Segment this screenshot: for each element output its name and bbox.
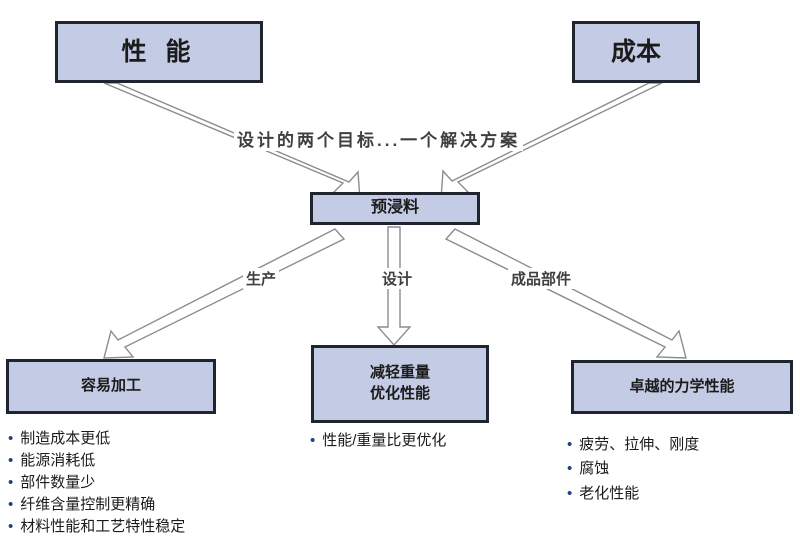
list-item: • 部件数量少 — [8, 472, 185, 494]
arrow-performance-to-prepreg — [103, 82, 361, 201]
list-item-label: 能源消耗低 — [20, 452, 96, 470]
node-cost-label: 成本 — [610, 37, 661, 66]
node-performance[interactable]: 性 能 — [55, 21, 263, 83]
arrow-cost-to-prepreg — [440, 82, 663, 200]
node-prepreg[interactable]: 预浸料 — [310, 192, 480, 225]
edge-label-finished-part: 成品部件 — [508, 268, 575, 289]
node-weight-performance-line1: 减轻重量 — [369, 364, 430, 382]
list-item: • 纤维含量控制更精确 — [8, 494, 185, 516]
bullet-dot-icon: • — [8, 518, 14, 536]
list-item-label: 疲劳、拉伸、刚度 — [579, 436, 700, 453]
edge-label-production: 生产 — [243, 268, 280, 289]
edge-label-two-goals: 设计的两个目标...一个解决方案 — [234, 126, 524, 151]
list-item-label: 部件数量少 — [20, 474, 96, 492]
bullet-dot-icon: • — [567, 436, 573, 453]
node-weight-performance[interactable]: 减轻重量 优化性能 — [311, 345, 489, 423]
node-mechanical-performance-label: 卓越的力学性能 — [629, 377, 735, 395]
list-item: • 制造成本更低 — [8, 428, 185, 450]
bullet-dot-icon: • — [567, 484, 573, 502]
list-item-label: 制造成本更低 — [20, 430, 111, 447]
node-easy-process[interactable]: 容易加工 — [6, 359, 216, 414]
node-cost[interactable]: 成本 — [572, 21, 700, 83]
list-item: • 性能/重量比更优化 — [310, 430, 446, 452]
list-item-label: 材料性能和工艺特性稳定 — [20, 518, 186, 536]
list-item-label: 腐蚀 — [579, 460, 610, 478]
bullet-list-mechanical-performance: • 疲劳、拉伸、刚度 • 腐蚀 • 老化性能 — [567, 433, 699, 506]
bullet-dot-icon: • — [8, 496, 14, 514]
list-item: • 腐蚀 — [567, 457, 699, 481]
arrow-prepreg-to-mech-perf — [444, 228, 687, 359]
node-easy-process-label: 容易加工 — [80, 377, 141, 395]
list-item: • 老化性能 — [567, 482, 699, 506]
bullet-dot-icon: • — [310, 432, 316, 449]
node-prepreg-label: 预浸料 — [370, 199, 419, 217]
bullet-list-weight-performance: • 性能/重量比更优化 — [310, 430, 446, 452]
bullet-dot-icon: • — [567, 460, 573, 478]
node-mechanical-performance[interactable]: 卓越的力学性能 — [571, 360, 793, 414]
arrow-prepreg-to-easy-process — [103, 228, 346, 359]
bullet-dot-icon: • — [8, 452, 14, 470]
node-performance-label: 性 能 — [121, 37, 197, 66]
edge-label-design: 设计 — [379, 268, 416, 289]
list-item-label: 老化性能 — [579, 484, 640, 502]
bullet-list-easy-process: • 制造成本更低 • 能源消耗低 • 部件数量少 • 纤维含量控制更精确 • 材料性能和工艺特性稳… — [8, 428, 185, 538]
list-item: • 疲劳、拉伸、刚度 — [567, 433, 699, 457]
bullet-dot-icon: • — [8, 430, 14, 447]
list-item-label: 纤维含量控制更精确 — [20, 496, 156, 514]
bullet-dot-icon: • — [8, 474, 14, 492]
list-item-label: 性能/重量比更优化 — [322, 432, 447, 449]
node-weight-performance-line2: 优化性能 — [369, 385, 430, 402]
list-item: • 材料性能和工艺特性稳定 — [8, 516, 185, 538]
list-item: • 能源消耗低 — [8, 450, 185, 472]
